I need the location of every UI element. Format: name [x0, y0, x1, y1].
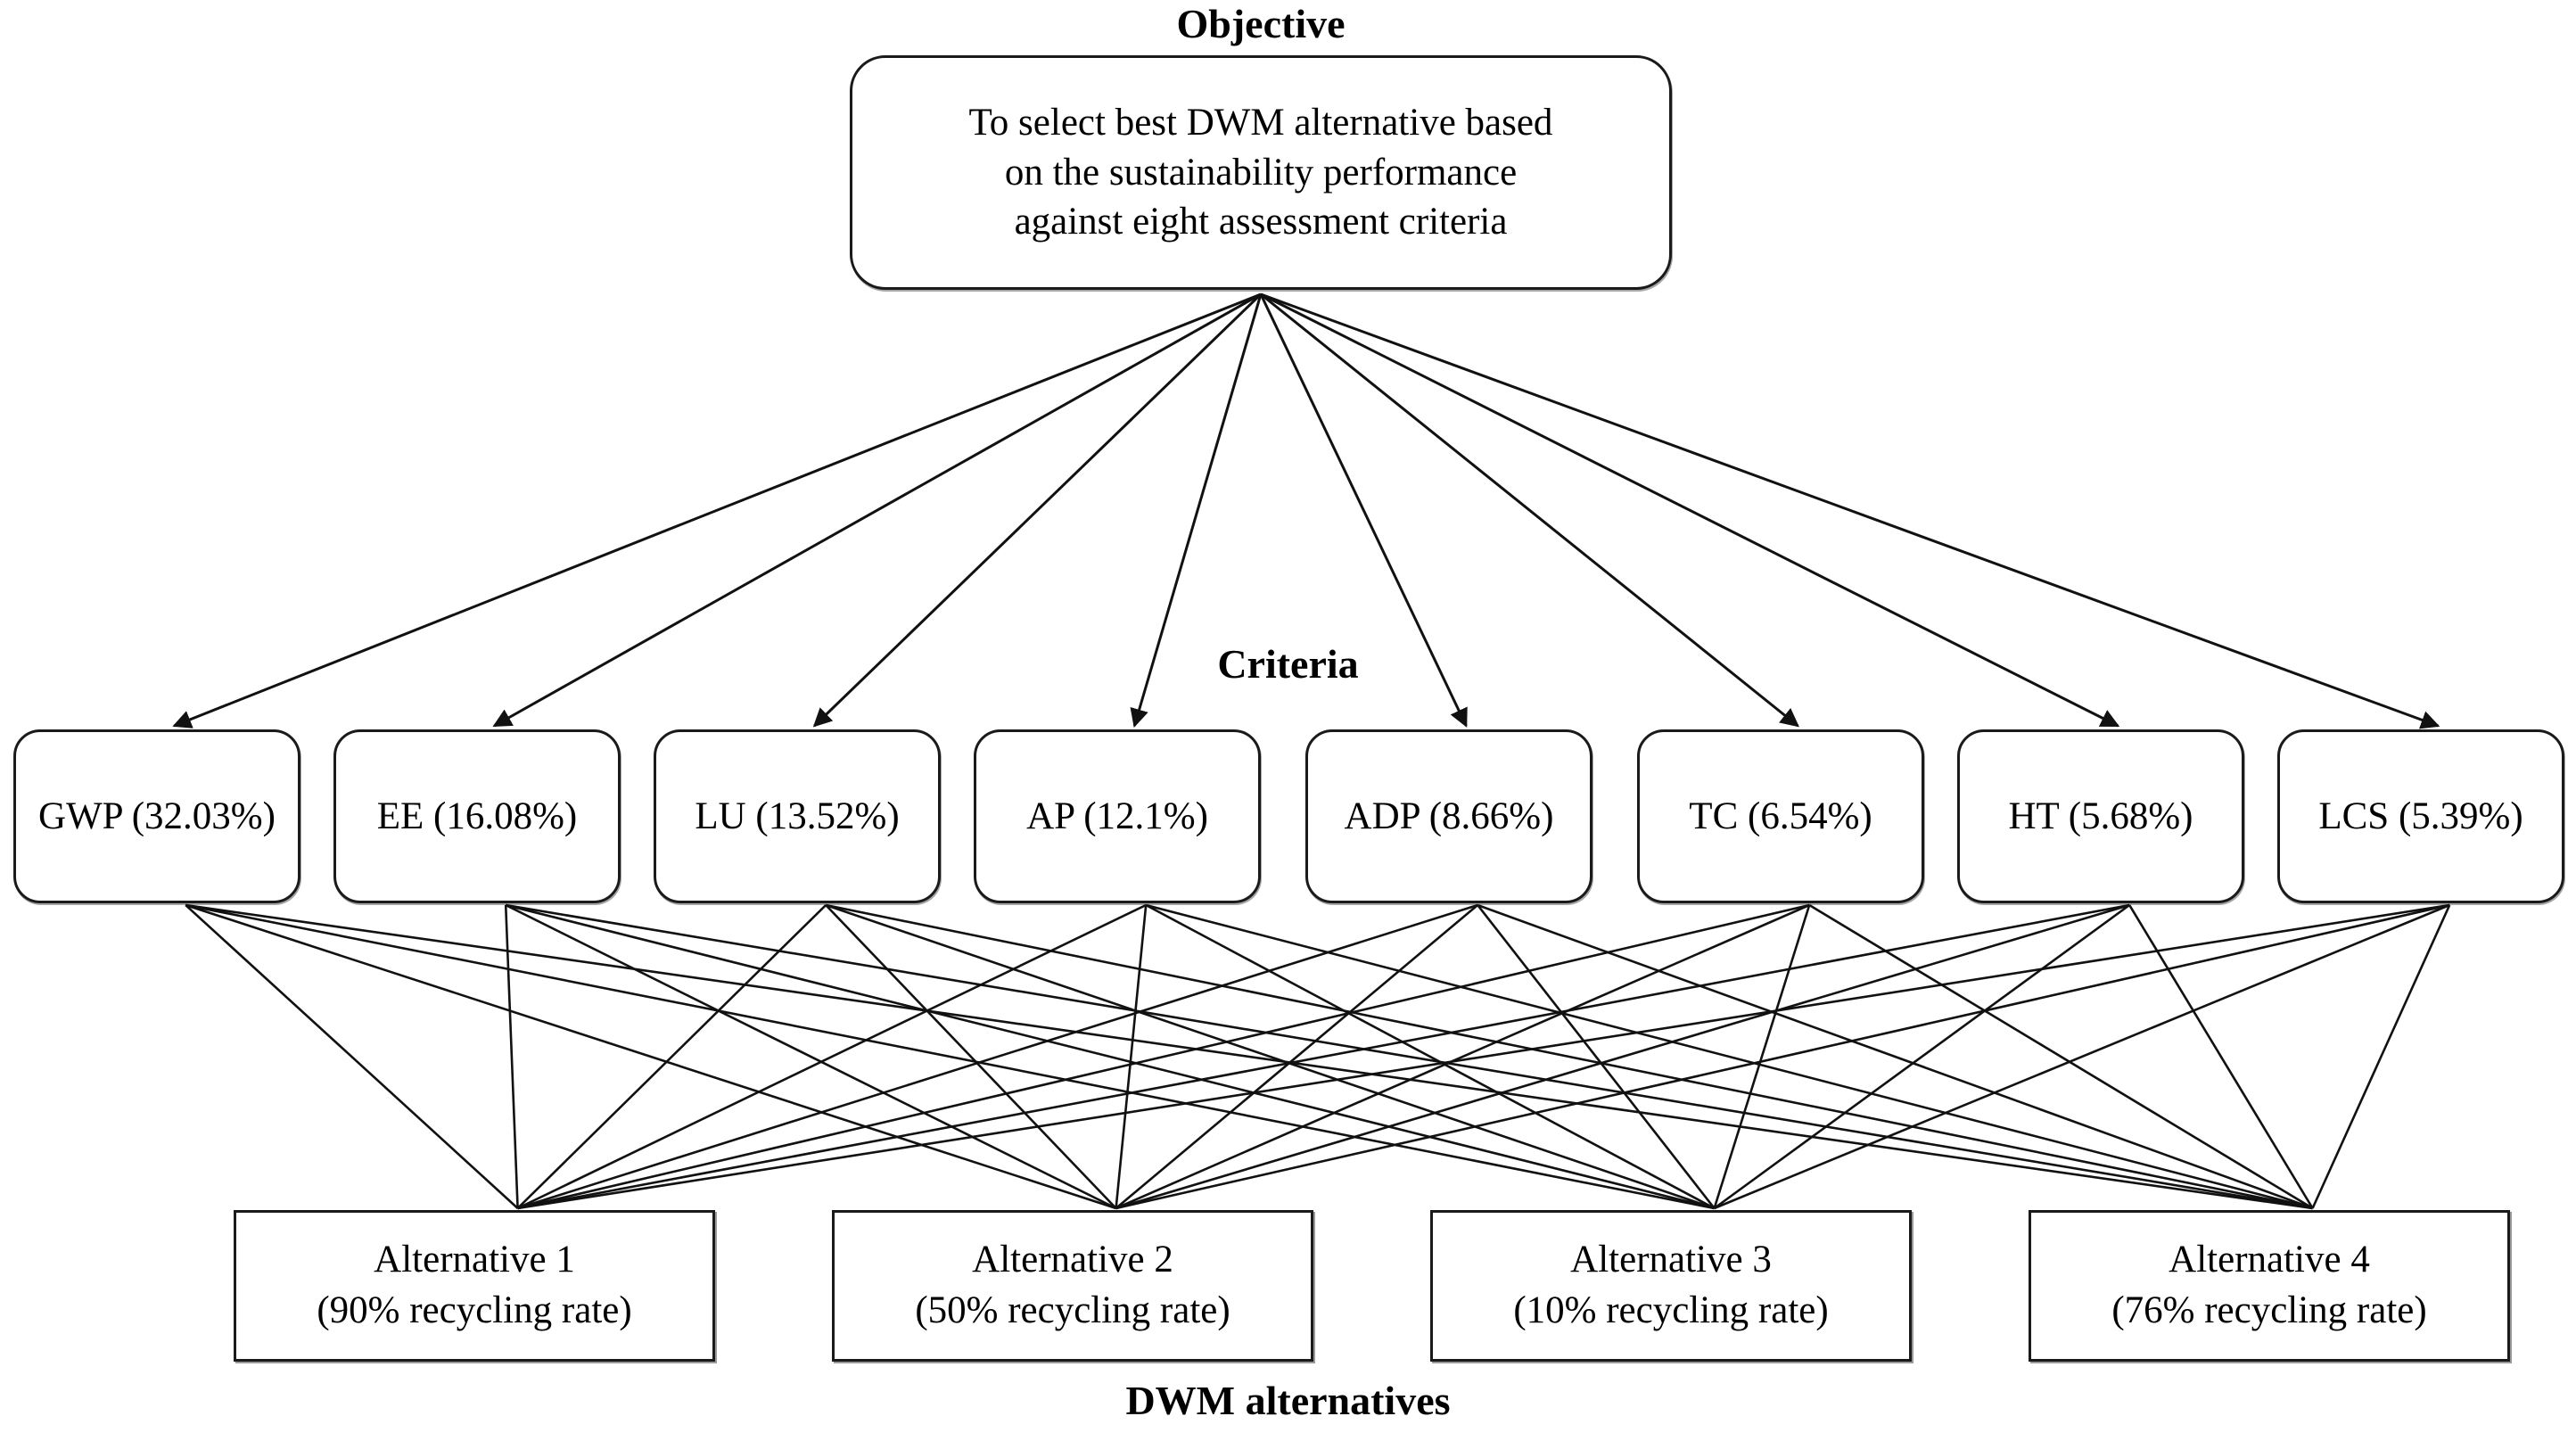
edge-gwp-to-alternative-2: [185, 903, 1117, 1210]
criterion-label: GWP (32.03%): [38, 795, 276, 837]
alternative-label: Alternative 3 (10% recycling rate): [1440, 1235, 1902, 1337]
edge-ht-to-alternative-2: [1115, 903, 2130, 1210]
alternative-node-2: Alternative 2 (50% recycling rate): [832, 1210, 1313, 1362]
alternative-node-4: Alternative 4 (76% recycling rate): [2029, 1210, 2510, 1362]
edge-adp-to-alternative-1: [517, 903, 1478, 1210]
edge-lcs-to-alternative-2: [1115, 903, 2450, 1210]
edge-ee-to-alternative-4: [505, 903, 2313, 1210]
criterion-label: LCS (5.39%): [2318, 795, 2523, 837]
edge-ht-to-alternative-3: [1713, 903, 2130, 1210]
alternative-label: Alternative 2 (50% recycling rate): [842, 1235, 1304, 1337]
criterion-node-adp: ADP (8.66%): [1305, 729, 1593, 903]
edge-ap-to-alternative-4: [1145, 903, 2313, 1210]
edge-adp-to-alternative-2: [1115, 904, 1479, 1209]
edge-lcs-to-alternative-1: [517, 903, 2450, 1210]
edge-gwp-to-alternative-1: [185, 904, 519, 1209]
edge-gwp-to-alternative-4: [185, 903, 2313, 1210]
heading-objective: Objective: [1176, 1, 1346, 46]
edge-ht-to-alternative-1: [517, 903, 2130, 1210]
alternative-title: Alternative 2: [972, 1239, 1173, 1281]
criterion-label: AP (12.1%): [1026, 795, 1208, 837]
alternative-node-3: Alternative 3 (10% recycling rate): [1430, 1210, 1912, 1362]
edge-lcs-to-alternative-3: [1714, 903, 2450, 1210]
alternative-rate: (90% recycling rate): [317, 1289, 632, 1331]
edge-lcs-to-alternative-4: [2311, 904, 2451, 1209]
criterion-node-lu: LU (13.52%): [654, 729, 941, 903]
edge-ap-to-alternative-1: [517, 903, 1147, 1210]
criterion-label: EE (16.08%): [376, 795, 578, 837]
edge-ht-to-alternative-4: [2128, 904, 2314, 1209]
criterion-label: ADP (8.66%): [1344, 795, 1554, 837]
edge-ee-to-alternative-1: [504, 904, 519, 1209]
edge-ee-to-alternative-2: [505, 903, 1117, 1210]
edge-gwp-to-alternative-3: [185, 903, 1715, 1210]
edge-lu-to-alternative-3: [825, 903, 1716, 1210]
criterion-label: HT (5.68%): [2008, 795, 2193, 837]
heading-alternatives: DWM alternatives: [1125, 1378, 1451, 1423]
criterion-node-ap: AP (12.1%): [974, 729, 1261, 903]
edge-adp-to-alternative-4: [1477, 903, 2314, 1210]
alternative-node-1: Alternative 1 (90% recycling rate): [234, 1210, 715, 1362]
alternative-title: Alternative 3: [1570, 1239, 1772, 1281]
criterion-label: TC (6.54%): [1689, 795, 1872, 837]
alternative-rate: (50% recycling rate): [915, 1289, 1230, 1331]
alternative-title: Alternative 1: [374, 1239, 575, 1281]
heading-criteria: Criteria: [1217, 641, 1359, 687]
edge-adp-to-alternative-3: [1477, 904, 1716, 1209]
alternative-label: Alternative 1 (90% recycling rate): [243, 1235, 705, 1337]
criterion-node-lcs: LCS (5.39%): [2277, 729, 2564, 903]
edge-ap-to-alternative-2: [1115, 904, 1148, 1209]
edge-lu-to-alternative-1: [516, 904, 827, 1209]
edge-ap-to-alternative-3: [1145, 903, 1716, 1210]
criterion-node-tc: TC (6.54%): [1637, 729, 1924, 903]
alternative-title: Alternative 4: [2169, 1239, 2370, 1281]
alternative-rate: (76% recycling rate): [2111, 1289, 2427, 1331]
alternative-rate: (10% recycling rate): [1513, 1289, 1829, 1331]
criterion-label: LU (13.52%): [695, 795, 900, 837]
edge-tc-to-alternative-1: [517, 903, 1810, 1210]
edge-lu-to-alternative-2: [825, 904, 1117, 1209]
edge-lu-to-alternative-4: [825, 903, 2313, 1210]
criterion-node-ht: HT (5.68%): [1957, 729, 2244, 903]
criterion-node-ee: EE (16.08%): [333, 729, 621, 903]
edge-tc-to-alternative-4: [1808, 903, 2314, 1210]
edge-tc-to-alternative-2: [1115, 903, 1810, 1210]
criterion-node-gwp: GWP (32.03%): [13, 729, 300, 903]
edge-ee-to-alternative-3: [505, 903, 1715, 1210]
alternative-label: Alternative 4 (76% recycling rate): [2038, 1235, 2500, 1337]
edge-tc-to-alternative-3: [1713, 904, 1811, 1209]
